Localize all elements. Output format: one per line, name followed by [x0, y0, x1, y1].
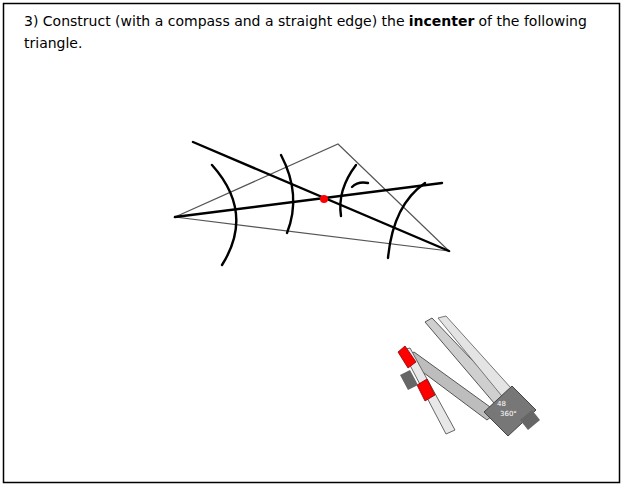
construction-lines — [175, 142, 449, 265]
question-text-part: 3) Construct (with a compass and a strai… — [24, 13, 405, 29]
dial-number: 360° — [500, 410, 517, 418]
dial-number: 48 — [497, 400, 506, 408]
question-text: 3) Construct (with a compass and a strai… — [24, 10, 604, 54]
frame — [4, 4, 620, 483]
incenter-dot — [320, 195, 328, 203]
compass-illustration — [398, 316, 540, 436]
key-term: incenter — [409, 13, 475, 29]
